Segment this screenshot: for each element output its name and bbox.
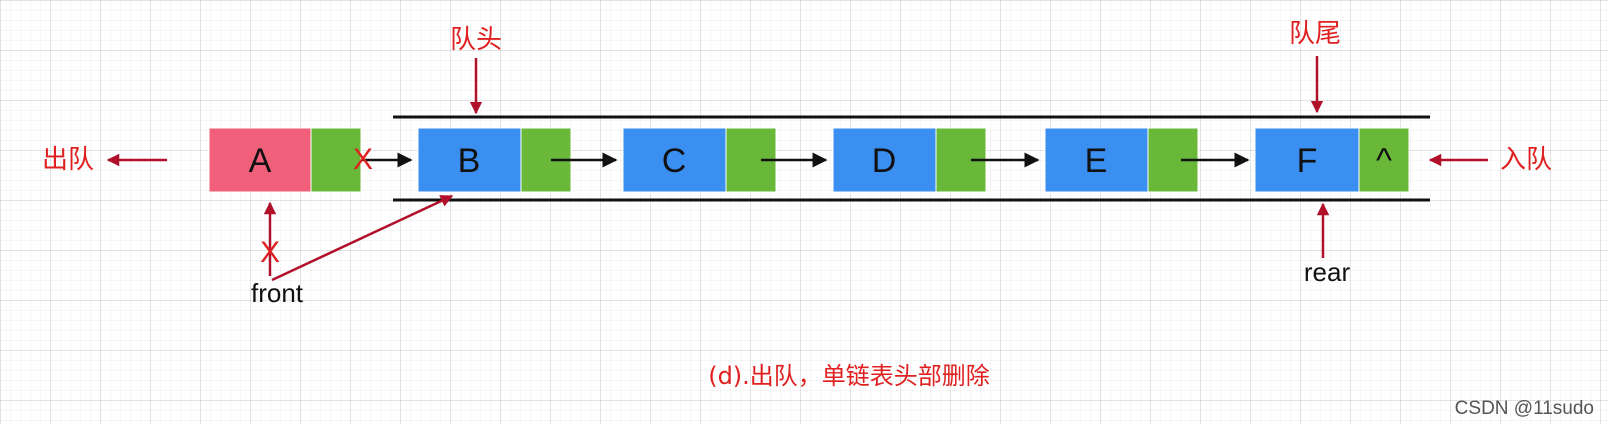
node-f-data-cell	[1254, 127, 1360, 193]
node-c: C	[622, 127, 777, 193]
node-a: A	[208, 127, 362, 193]
node-e: E	[1044, 127, 1199, 193]
node-d: D	[832, 127, 987, 193]
node-f: F ^	[1254, 127, 1410, 193]
node-f-pointer-cell	[1358, 127, 1410, 193]
node-d-label: D	[872, 142, 897, 180]
dequeue-label: 出队	[42, 145, 94, 175]
node-a-pointer-cell	[310, 127, 362, 193]
enqueue-label: 入队	[1500, 145, 1552, 175]
new-front-arrow	[271, 194, 454, 282]
node-d-data-cell	[832, 127, 937, 193]
node-e-data-cell	[1044, 127, 1149, 193]
csdn-watermark: CSDN @11sudo	[1455, 398, 1594, 419]
node-c-label: C	[662, 142, 687, 180]
node-b: B	[417, 127, 572, 193]
front-pointer-label: front	[251, 278, 304, 308]
queue-head-label: 队头	[450, 25, 502, 55]
node-f-null-pointer: ^	[1376, 142, 1392, 180]
broken-link-cross-mark: X	[353, 143, 373, 176]
node-a-label: A	[249, 142, 272, 180]
node-f-label: F	[1297, 142, 1318, 180]
node-e-label: E	[1085, 142, 1108, 180]
rear-pointer-label: rear	[1304, 257, 1351, 287]
old-front-cross-mark: X	[260, 236, 280, 269]
diagram-caption: (d).出队，单链表头部删除	[708, 362, 990, 390]
node-b-data-cell	[417, 127, 522, 193]
node-b-label: B	[458, 142, 481, 180]
queue-tail-label: 队尾	[1289, 19, 1341, 49]
node-a-data-cell	[208, 127, 312, 193]
